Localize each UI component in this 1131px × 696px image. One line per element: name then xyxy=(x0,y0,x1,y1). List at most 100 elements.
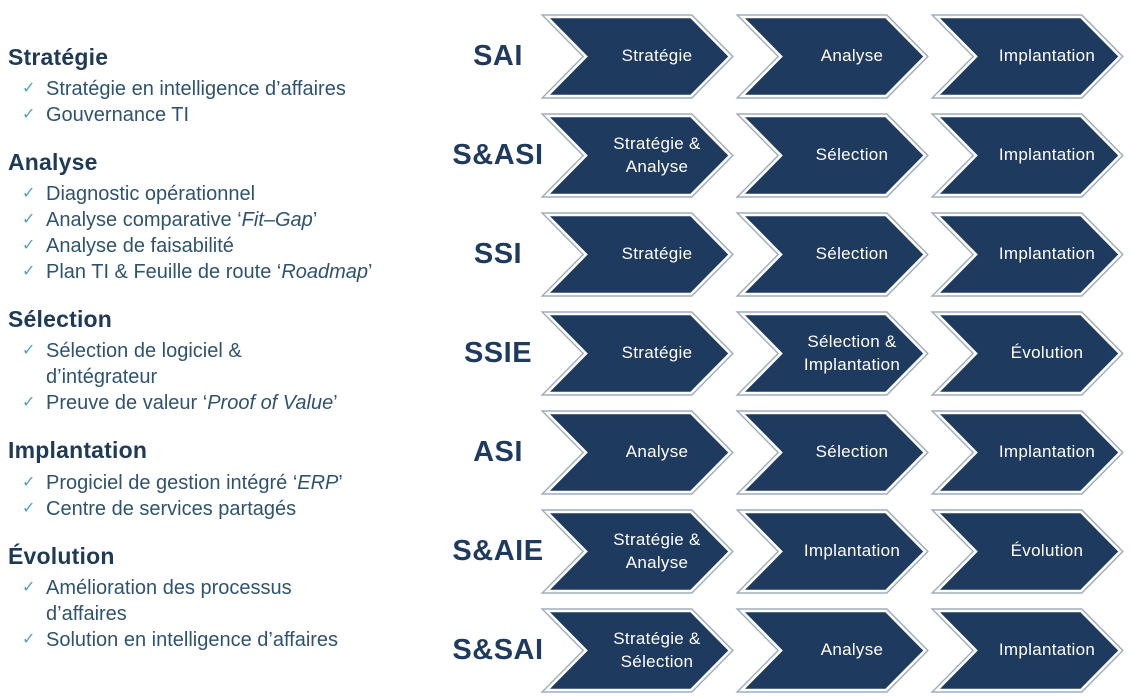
row-chevrons: Stratégie & Sélection Analyse Implantati… xyxy=(540,608,1124,693)
chevron-step: Évolution xyxy=(930,311,1124,396)
check-icon: ✓ xyxy=(22,263,36,281)
chevron-step-label: Analyse xyxy=(820,640,884,660)
list-item: ✓ Preuve de valeur ‘Proof of Value’ xyxy=(22,392,338,415)
row-label: S&ASI xyxy=(452,139,544,171)
chevron-arrow-shape xyxy=(735,608,929,693)
chevron-step-label: Évolution xyxy=(1010,343,1084,363)
section-title-analyse: Analyse xyxy=(8,149,98,176)
list-item: ✓ Gouvernance TI xyxy=(22,104,190,127)
check-icon: ✓ xyxy=(22,342,36,360)
process-row: SSI Stratégie Sélection xyxy=(452,212,1131,297)
chevron-step: Stratégie & Analyse xyxy=(540,509,734,594)
list-item: ✓ Analyse comparative ‘Fit–Gap’ xyxy=(22,209,318,232)
chevron-arrow-shape xyxy=(930,311,1124,396)
chevron-step: Stratégie xyxy=(540,14,734,99)
process-row: S&AIE Stratégie & Analyse Implantation xyxy=(452,509,1131,594)
check-icon: ✓ xyxy=(22,578,36,596)
section-strategie: Stratégie ✓ Stratégie en intelligence d’… xyxy=(8,44,454,128)
section-items: ✓ Diagnostic opérationnel ✓ Analyse comp… xyxy=(8,181,454,285)
chevron-arrow-shape xyxy=(540,113,734,198)
chevron-step-label: Implantation xyxy=(998,145,1096,165)
chevron-step: Stratégie & Analyse xyxy=(540,113,734,198)
row-label: SSIE xyxy=(463,337,533,369)
section-title-implantation: Implantation xyxy=(8,437,148,464)
section-title-strategie: Stratégie xyxy=(8,44,109,70)
section-items: ✓ Sélection de logiciel & d’intégrateur … xyxy=(8,338,454,416)
chevron-step: Implantation xyxy=(930,212,1124,297)
list-item: ✓ Analyse de faisabilité xyxy=(22,235,234,258)
row-chevrons: Stratégie Sélection & Implantation Évolu… xyxy=(540,311,1124,396)
section-items: ✓ Amélioration des processus d’affaires … xyxy=(8,575,454,653)
chevron-step: Stratégie xyxy=(540,311,734,396)
process-row: ASI Analyse Sélection xyxy=(452,410,1131,495)
list-item: ✓ Solution en intelligence d’affaires xyxy=(22,628,339,651)
chevron-arrow-shape xyxy=(930,608,1124,693)
section-items: ✓ Progiciel de gestion intégré ‘ERP’ ✓ C… xyxy=(8,470,454,522)
check-icon: ✓ xyxy=(22,106,36,124)
chevron-arrow-shape xyxy=(735,212,929,297)
process-row: SSIE Stratégie Sélection & Implantation xyxy=(452,311,1131,396)
chevron-step-label: Stratégie & Analyse xyxy=(613,133,701,176)
row-label: S&AIE xyxy=(452,535,544,567)
chevron-step: Analyse xyxy=(540,410,734,495)
chevron-step-label: Stratégie xyxy=(621,46,693,66)
process-row: S&ASI Stratégie & Analyse Sélection xyxy=(452,113,1131,198)
list-item: ✓ Plan TI & Feuille de route ‘Roadmap’ xyxy=(22,261,373,284)
chevron-arrow-shape xyxy=(930,410,1124,495)
row-chevrons: Stratégie Sélection Implantation xyxy=(540,212,1124,297)
chevron-step: Analyse xyxy=(735,14,929,99)
check-icon: ✓ xyxy=(22,211,36,229)
check-icon: ✓ xyxy=(22,80,36,98)
chevron-step-label: Évolution xyxy=(1010,541,1084,561)
chevron-step-label: Stratégie & Sélection xyxy=(613,628,701,671)
process-rows-panel: SAI Stratégie Analyse xyxy=(452,14,1131,693)
chevron-arrow-shape xyxy=(540,212,734,297)
chevron-step-label: Stratégie xyxy=(621,244,693,264)
chevron-step: Implantation xyxy=(930,410,1124,495)
chevron-arrow-shape xyxy=(735,14,929,99)
chevron-step-label: Analyse xyxy=(625,442,689,462)
row-label: SAI xyxy=(473,40,523,72)
chevron-arrow-shape xyxy=(735,410,929,495)
list-item: ✓ Centre de services partagés xyxy=(22,497,297,520)
chevron-step-label: Implantation xyxy=(998,442,1096,462)
chevron-arrow-shape xyxy=(540,410,734,495)
chevron-step: Sélection xyxy=(735,410,929,495)
services-list-panel: Stratégie ✓ Stratégie en intelligence d’… xyxy=(8,44,454,674)
chevron-step-label: Implantation xyxy=(998,46,1096,66)
chevron-step: Implantation xyxy=(930,113,1124,198)
chevron-arrow-shape xyxy=(930,14,1124,99)
chevron-arrow-shape xyxy=(540,608,734,693)
list-item: ✓ Amélioration des processus d’affaires xyxy=(22,576,292,625)
process-row: SAI Stratégie Analyse xyxy=(452,14,1131,99)
check-icon: ✓ xyxy=(22,185,36,203)
chevron-step: Évolution xyxy=(930,509,1124,594)
check-icon: ✓ xyxy=(22,499,36,517)
chevron-step: Analyse xyxy=(735,608,929,693)
chevron-arrow-shape xyxy=(930,113,1124,198)
row-label: ASI xyxy=(473,436,523,468)
chevron-step-label: Stratégie xyxy=(621,343,693,363)
check-icon: ✓ xyxy=(22,473,36,491)
chevron-step: Sélection xyxy=(735,113,929,198)
row-label: SSI xyxy=(473,238,523,270)
section-title-evolution: Évolution xyxy=(8,542,115,569)
check-icon: ✓ xyxy=(22,237,36,255)
chevron-step-label: Stratégie & Analyse xyxy=(613,529,701,572)
row-chevrons: Stratégie & Analyse Sélection Implantati… xyxy=(540,113,1124,198)
chevron-step-label: Implantation xyxy=(803,541,901,561)
chevron-arrow-shape xyxy=(930,212,1124,297)
list-item: ✓ Progiciel de gestion intégré ‘ERP’ xyxy=(22,471,343,494)
chevron-step-label: Sélection xyxy=(815,442,889,462)
section-implantation: Implantation ✓ Progiciel de gestion inté… xyxy=(8,437,454,521)
chevron-arrow-shape xyxy=(930,509,1124,594)
chevron-step-label: Analyse xyxy=(820,46,884,66)
chevron-step: Implantation xyxy=(930,14,1124,99)
chevron-arrow-shape xyxy=(735,509,929,594)
chevron-arrow-shape xyxy=(540,311,734,396)
row-chevrons: Stratégie Analyse Implantation xyxy=(540,14,1124,99)
check-icon: ✓ xyxy=(22,394,36,412)
chevron-step-label: Sélection xyxy=(815,145,889,165)
row-chevrons: Analyse Sélection Implantation xyxy=(540,410,1124,495)
row-chevrons: Stratégie & Analyse Implantation Évoluti… xyxy=(540,509,1124,594)
